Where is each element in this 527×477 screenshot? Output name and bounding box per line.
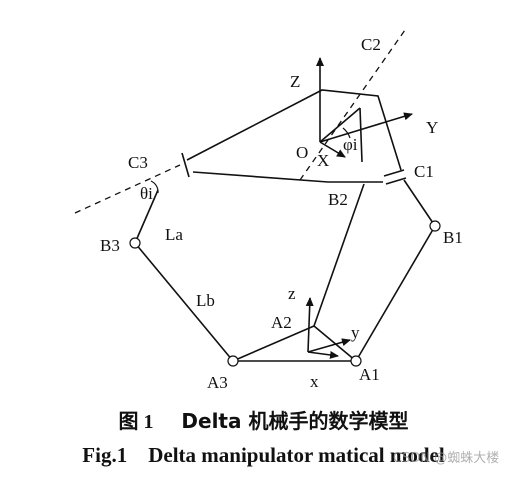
- label-b1: B1: [443, 228, 463, 247]
- label-lb: Lb: [196, 291, 215, 310]
- label-y-upper: Y: [426, 118, 438, 137]
- caption-en-title: Delta manipulator matical model: [148, 443, 445, 467]
- label-a2: A2: [271, 313, 292, 332]
- figure-caption-chinese: 图 1 Delta 机械手的数学模型: [0, 405, 527, 434]
- delta-manipulator-diagram: C2 Z Y O X φi C3 θi C1 B2 B1 B3 La Lb z …: [74, 29, 463, 392]
- link-chain-right: [355, 179, 436, 362]
- lower-coordinate-frame: [305, 297, 351, 359]
- caption-en-label: Fig.1: [82, 443, 128, 467]
- label-x-upper: X: [317, 151, 329, 170]
- joint-a3: [227, 355, 239, 367]
- label-y-lower: y: [351, 323, 360, 342]
- c3-axis-line: [74, 164, 181, 214]
- label-b3: B3: [100, 236, 120, 255]
- label-la: La: [165, 225, 183, 244]
- figure-caption-english: Fig.1 Delta manipulator matical model: [0, 443, 527, 468]
- label-theta: θi: [140, 184, 153, 203]
- caption-cn-title: Delta 机械手的数学模型: [181, 409, 409, 433]
- joint-a1: [350, 355, 362, 367]
- label-z-upper: Z: [290, 72, 300, 91]
- joint-b1: [429, 220, 441, 232]
- label-c3: C3: [128, 153, 148, 172]
- label-phi: φi: [343, 135, 358, 154]
- caption-cn-label: 图 1: [118, 411, 154, 433]
- watermark-text: CSDN @蜘蛛大楼: [393, 451, 500, 466]
- label-o: O: [296, 143, 308, 162]
- moving-platform: [181, 89, 407, 185]
- joint-b3: [129, 237, 141, 249]
- label-x-lower: x: [310, 372, 319, 391]
- link-chain-left: [134, 189, 234, 362]
- theta-angle-arc: [150, 180, 159, 194]
- label-b2: B2: [328, 190, 348, 209]
- label-a1: A1: [359, 365, 380, 384]
- label-c1: C1: [414, 162, 434, 181]
- label-c2: C2: [361, 35, 381, 54]
- label-a3: A3: [207, 373, 228, 392]
- link-chain-middle: [232, 183, 365, 362]
- upper-coordinate-frame: [316, 57, 413, 163]
- c2-axis-line: [299, 29, 406, 181]
- label-z-lower: z: [288, 284, 296, 303]
